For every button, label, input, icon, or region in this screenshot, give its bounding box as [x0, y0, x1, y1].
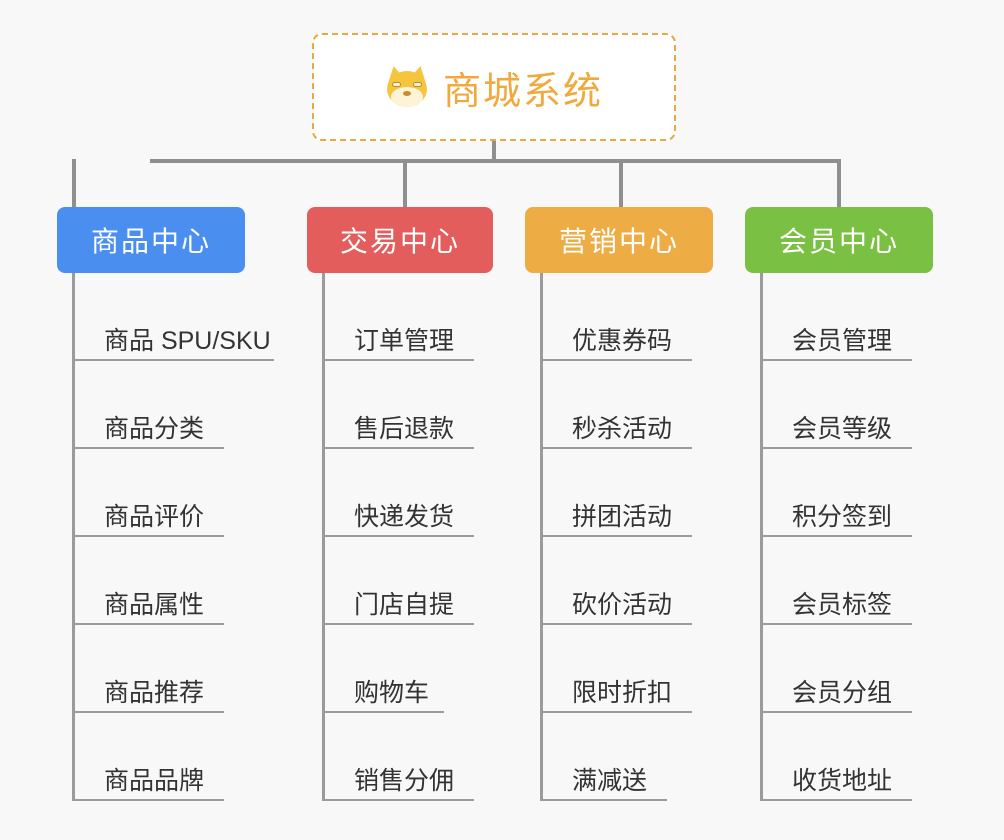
branch-trunk-4 — [760, 273, 763, 801]
leaf-underline — [540, 711, 692, 713]
leaf-label: 收货地址 — [792, 766, 893, 795]
leaf-underline — [322, 623, 474, 625]
shiba-dog-face-icon — [385, 64, 429, 108]
leaf-underline — [322, 447, 474, 449]
leaf-item[interactable]: 秒杀活动 — [540, 361, 692, 449]
leaf-underline — [760, 623, 912, 625]
leaf-underline — [72, 711, 224, 713]
leaf-item[interactable]: 购物车 — [322, 625, 464, 713]
leaf-label: 会员等级 — [792, 414, 893, 443]
leaf-item[interactable]: 优惠券码 — [540, 273, 692, 361]
leaf-underline — [322, 535, 474, 537]
leaf-underline — [540, 535, 692, 537]
root-node[interactable]: 商城系统 — [312, 33, 676, 141]
leaf-label: 会员分组 — [792, 678, 893, 707]
leaf-label: 会员管理 — [792, 326, 893, 355]
leaf-item[interactable]: 限时折扣 — [540, 625, 692, 713]
connector-root-stem — [492, 141, 496, 161]
branch-header-1[interactable]: 商品中心 — [57, 207, 245, 273]
leaf-item[interactable]: 会员等级 — [760, 361, 912, 449]
branch-header-4[interactable]: 会员中心 — [745, 207, 933, 273]
leaf-label: 商品属性 — [104, 590, 205, 619]
leaf-item[interactable]: 拼团活动 — [540, 449, 692, 537]
leaf-label: 拼团活动 — [572, 502, 673, 531]
leaf-underline — [322, 359, 474, 361]
leaf-item[interactable]: 收货地址 — [760, 713, 912, 801]
leaf-underline — [72, 447, 224, 449]
leaf-item[interactable]: 积分签到 — [760, 449, 912, 537]
leaf-item[interactable]: 会员分组 — [760, 625, 912, 713]
leaf-label: 秒杀活动 — [572, 414, 673, 443]
leaf-label: 积分签到 — [792, 502, 893, 531]
leaf-label: 商品分类 — [104, 414, 205, 443]
leaf-item[interactable]: 会员标签 — [760, 537, 912, 625]
leaf-underline — [760, 535, 912, 537]
leaf-label: 商品品牌 — [104, 766, 205, 795]
leaf-list-2: 订单管理售后退款快递发货门店自提购物车销售分佣 — [322, 273, 474, 801]
branch-trunk-1 — [72, 273, 75, 801]
branch-column-2: 交易中心订单管理售后退款快递发货门店自提购物车销售分佣 — [307, 207, 493, 801]
leaf-item[interactable]: 会员管理 — [760, 273, 912, 361]
leaf-item[interactable]: 门店自提 — [322, 537, 474, 625]
leaf-item[interactable]: 快递发货 — [322, 449, 474, 537]
leaf-underline — [72, 623, 224, 625]
connector-drop-1 — [72, 159, 76, 207]
leaf-item[interactable]: 售后退款 — [322, 361, 474, 449]
leaf-underline — [760, 359, 912, 361]
leaf-underline — [540, 447, 692, 449]
leaf-label: 满减送 — [572, 766, 648, 795]
leaf-underline — [540, 359, 692, 361]
leaf-label: 商品 SPU/SKU — [104, 326, 271, 355]
connector-drop-4 — [837, 159, 841, 207]
leaf-label: 购物车 — [354, 678, 430, 707]
leaf-list-4: 会员管理会员等级积分签到会员标签会员分组收货地址 — [760, 273, 912, 801]
leaf-item[interactable]: 商品 SPU/SKU — [72, 273, 281, 361]
leaf-underline — [322, 799, 474, 801]
branch-column-3: 营销中心优惠券码秒杀活动拼团活动砍价活动限时折扣满减送 — [525, 207, 713, 801]
leaf-underline — [540, 623, 692, 625]
leaf-underline — [72, 535, 224, 537]
leaf-underline — [760, 447, 912, 449]
leaf-item[interactable]: 订单管理 — [322, 273, 474, 361]
leaf-item[interactable]: 满减送 — [540, 713, 682, 801]
leaf-label: 优惠券码 — [572, 326, 673, 355]
leaf-underline — [322, 711, 444, 713]
connector-drop-2 — [403, 159, 407, 207]
leaf-label: 会员标签 — [792, 590, 893, 619]
leaf-underline — [540, 799, 667, 801]
leaf-list-1: 商品 SPU/SKU 商品分类商品评价商品属性商品推荐商品品牌 — [72, 273, 281, 801]
leaf-label: 售后退款 — [354, 414, 455, 443]
leaf-label: 快递发货 — [354, 502, 455, 531]
leaf-item[interactable]: 砍价活动 — [540, 537, 692, 625]
root-title: 商城系统 — [442, 70, 603, 113]
connector-drop-3 — [619, 159, 623, 207]
leaf-label: 销售分佣 — [354, 766, 455, 795]
leaf-item[interactable]: 商品推荐 — [72, 625, 281, 713]
leaf-label: 订单管理 — [354, 326, 455, 355]
leaf-item[interactable]: 商品评价 — [72, 449, 281, 537]
leaf-label: 砍价活动 — [572, 590, 673, 619]
branch-trunk-2 — [322, 273, 325, 801]
leaf-label: 商品评价 — [104, 502, 205, 531]
leaf-item[interactable]: 商品分类 — [72, 361, 281, 449]
leaf-underline — [760, 799, 912, 801]
branch-header-3[interactable]: 营销中心 — [525, 207, 713, 273]
branch-trunk-3 — [540, 273, 543, 801]
leaf-underline — [72, 799, 224, 801]
connector-horizontal-bus — [150, 159, 838, 163]
leaf-item[interactable]: 销售分佣 — [322, 713, 474, 801]
leaf-label: 门店自提 — [354, 590, 455, 619]
branch-header-2[interactable]: 交易中心 — [307, 207, 493, 273]
branch-column-4: 会员中心会员管理会员等级积分签到会员标签会员分组收货地址 — [745, 207, 933, 801]
leaf-label: 商品推荐 — [104, 678, 205, 707]
leaf-item[interactable]: 商品属性 — [72, 537, 281, 625]
leaf-item[interactable]: 商品品牌 — [72, 713, 281, 801]
leaf-list-3: 优惠券码秒杀活动拼团活动砍价活动限时折扣满减送 — [540, 273, 692, 801]
leaf-underline — [760, 711, 912, 713]
branch-column-1: 商品中心商品 SPU/SKU 商品分类商品评价商品属性商品推荐商品品牌 — [57, 207, 274, 801]
leaf-label: 限时折扣 — [572, 678, 673, 707]
leaf-underline — [72, 359, 274, 361]
